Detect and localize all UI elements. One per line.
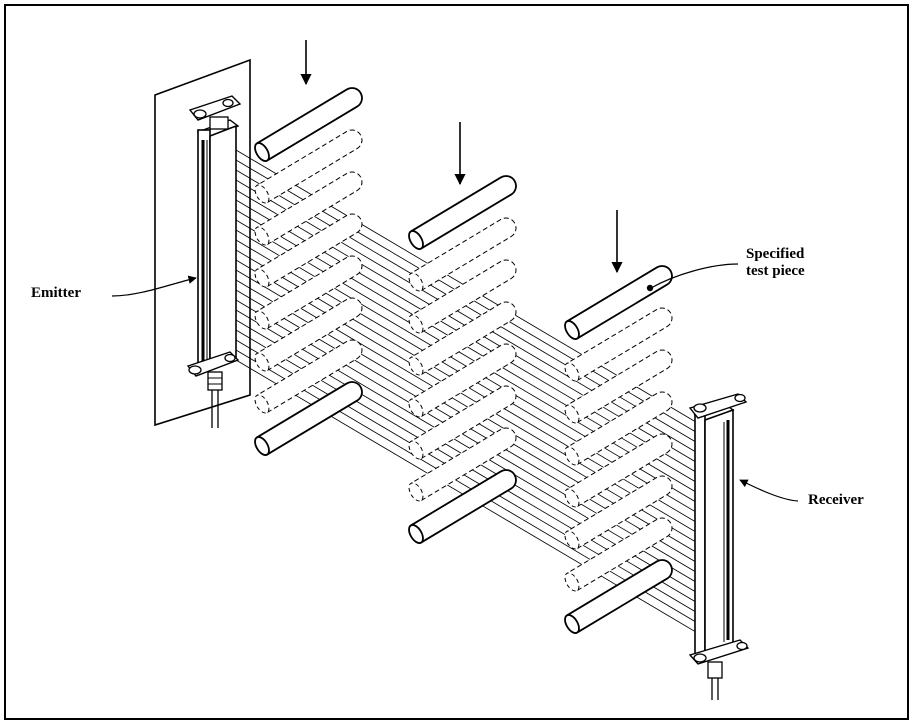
test-piece-ghost	[564, 349, 673, 424]
test-piece-ghost	[408, 259, 517, 334]
emitter-unit	[186, 95, 242, 428]
test-piece	[408, 175, 517, 250]
test-piece-ghost	[408, 385, 517, 460]
test-piece-ghost	[254, 297, 363, 372]
test-piece-ghost	[408, 427, 517, 502]
test-piece-ghost	[408, 343, 517, 418]
test-piece-ghost	[254, 129, 363, 204]
test-piece-ghost	[564, 433, 673, 508]
light-beam	[235, 219, 707, 499]
leader-lines	[111, 263, 799, 502]
test-piece-ghost	[254, 339, 363, 414]
drop-arrows	[300, 40, 623, 274]
light-beam	[235, 169, 707, 449]
test-piece-ghost	[564, 307, 673, 382]
test-piece-ghost	[254, 213, 363, 288]
test-piece	[564, 559, 673, 634]
light-beam	[235, 299, 707, 579]
test-piece	[254, 87, 363, 162]
test-piece-ghost	[564, 391, 673, 466]
light-beam	[235, 339, 707, 619]
test-piece	[254, 381, 363, 456]
light-beam	[235, 259, 707, 539]
emitter-label: Emitter	[31, 285, 81, 301]
test-piece	[564, 265, 673, 340]
receiver-label: Receiver	[808, 492, 864, 508]
test-piece-ghost	[408, 217, 517, 292]
light-beams	[235, 149, 707, 639]
test-piece-label: Specified test piece	[746, 246, 805, 279]
receiver-leader	[739, 479, 799, 502]
test-piece-ghost	[564, 517, 673, 592]
test-pieces	[254, 87, 673, 634]
test-piece-ghost	[408, 301, 517, 376]
receiver-unit	[688, 393, 750, 700]
test-piece	[408, 469, 517, 544]
test-piece-leader	[650, 263, 739, 289]
test-piece-ghost	[254, 255, 363, 330]
test-piece-ghost	[254, 171, 363, 246]
test-piece-ghost	[564, 475, 673, 550]
test-piece-dot	[646, 284, 654, 292]
emitter-leader	[111, 275, 197, 297]
